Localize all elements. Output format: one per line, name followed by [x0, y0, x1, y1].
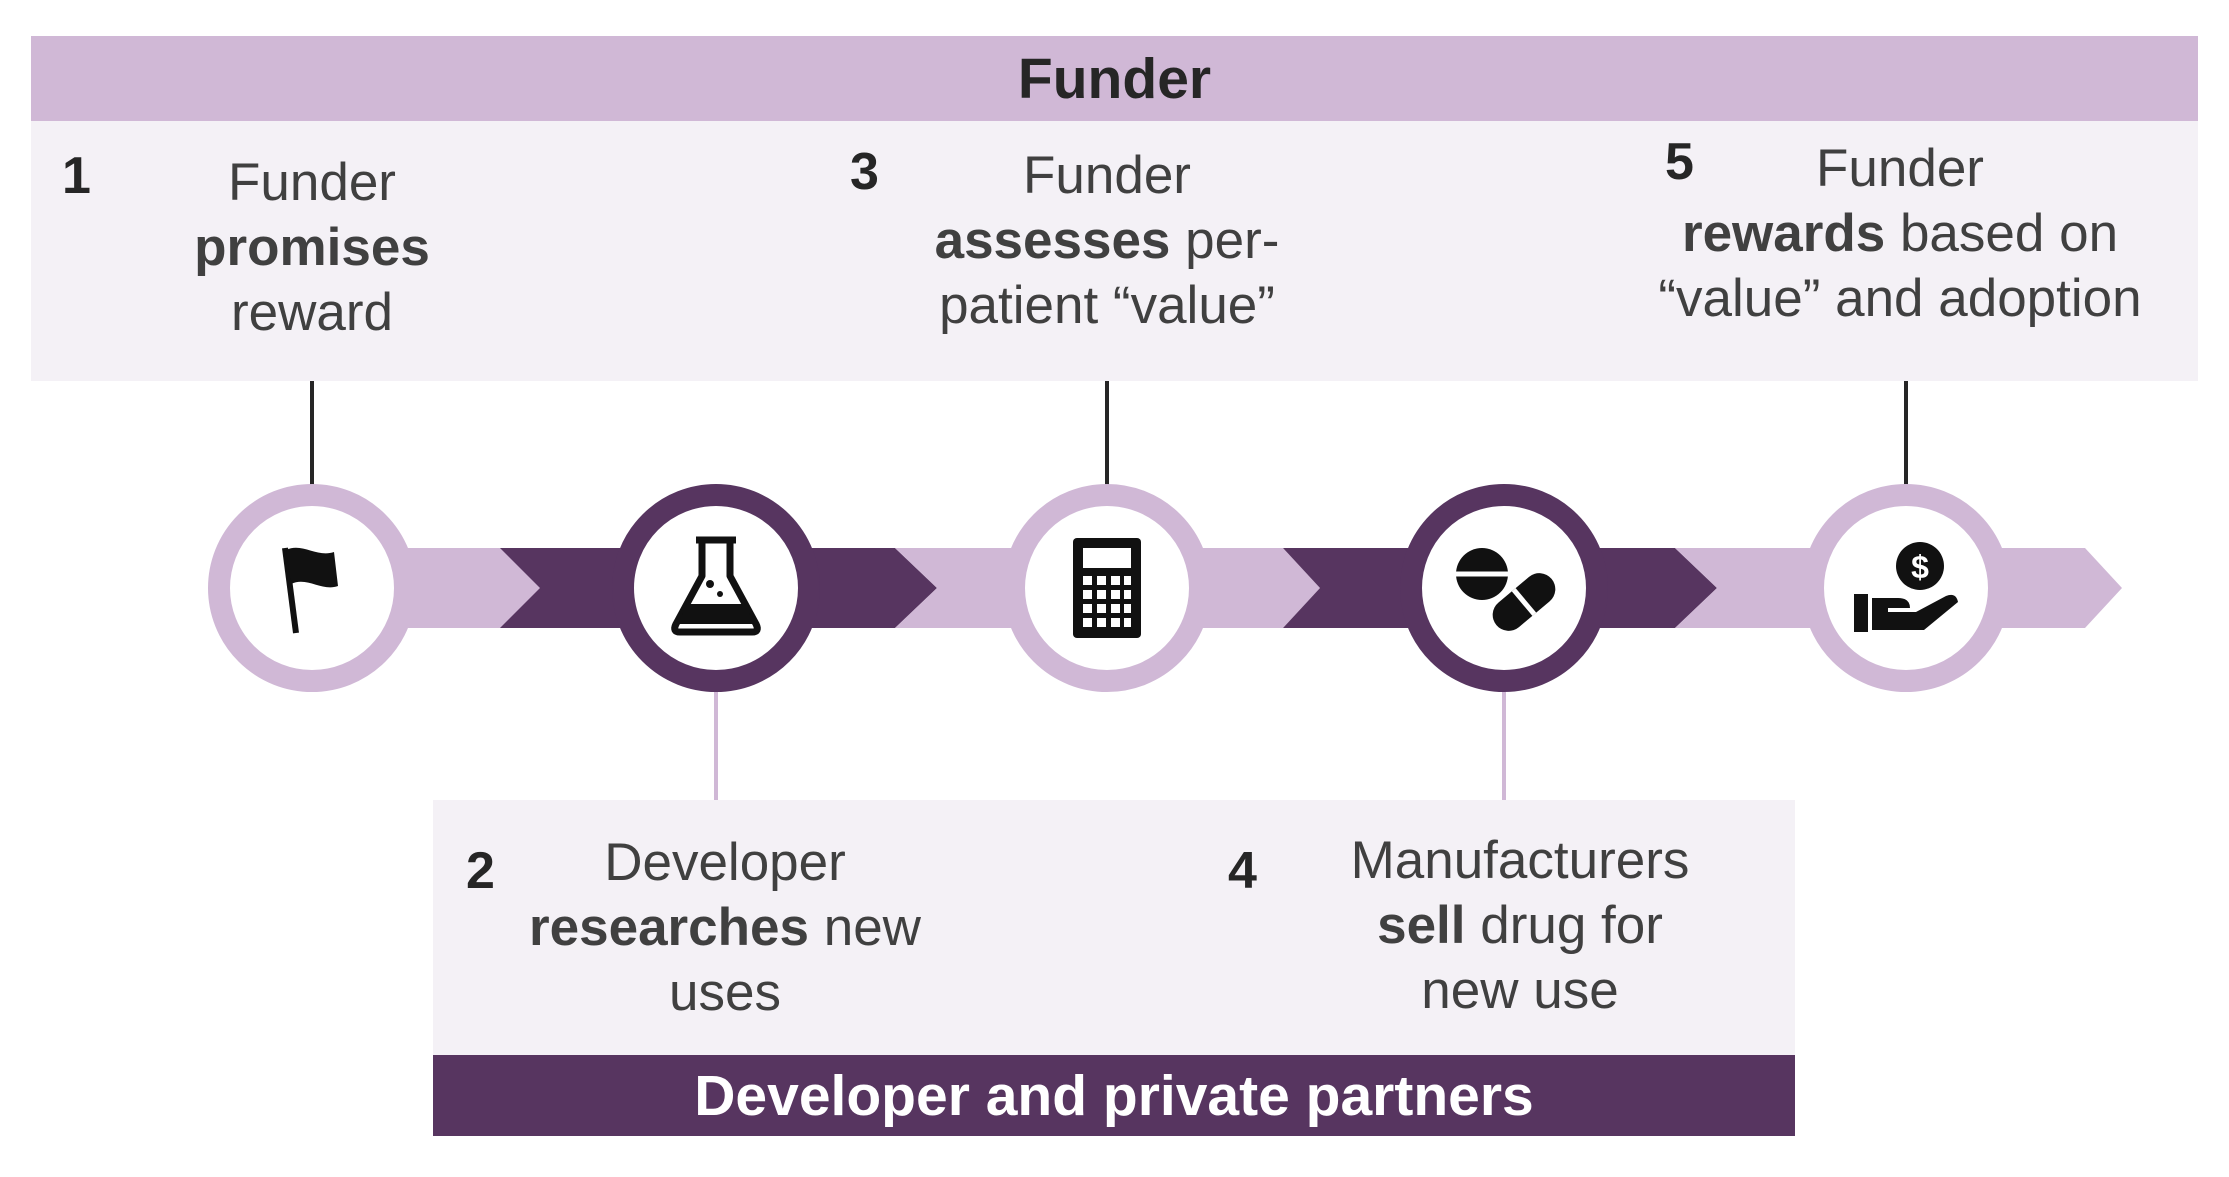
- calculator-icon: [1073, 538, 1141, 638]
- developer-footer: Developer and private partners: [433, 1055, 1795, 1136]
- step-number-1: 1: [62, 147, 91, 205]
- step-node-1: [208, 484, 416, 692]
- step-text-2: Developer researches new uses: [529, 833, 921, 1022]
- funder-header: Funder: [31, 36, 2198, 121]
- svg-text:$: $: [1911, 549, 1929, 585]
- step-node-5: [1802, 484, 2010, 692]
- step-text-1: Funder promises reward: [194, 153, 430, 342]
- step-text-5: Funder rewards based on “value” and adop…: [1658, 139, 2142, 328]
- flag-icon: [282, 547, 338, 634]
- step-node-2: [612, 484, 820, 692]
- step-text-3: Funder assesses per- patient “value”: [934, 146, 1280, 335]
- step-number-3: 3: [850, 143, 879, 201]
- funder-steps-panel: [31, 121, 2198, 381]
- step-number-2: 2: [466, 842, 495, 900]
- step-number-5: 5: [1665, 133, 1694, 191]
- flask-icon: [671, 536, 761, 636]
- money-hand-icon: $: [1854, 542, 1958, 632]
- developer-steps-panel: [433, 800, 1795, 1055]
- step-number-4: 4: [1228, 842, 1257, 900]
- step-text-4: Manufacturers sell drug for new use: [1350, 831, 1690, 1020]
- pills-icon: [1456, 548, 1556, 631]
- step-node-4: [1400, 484, 1608, 692]
